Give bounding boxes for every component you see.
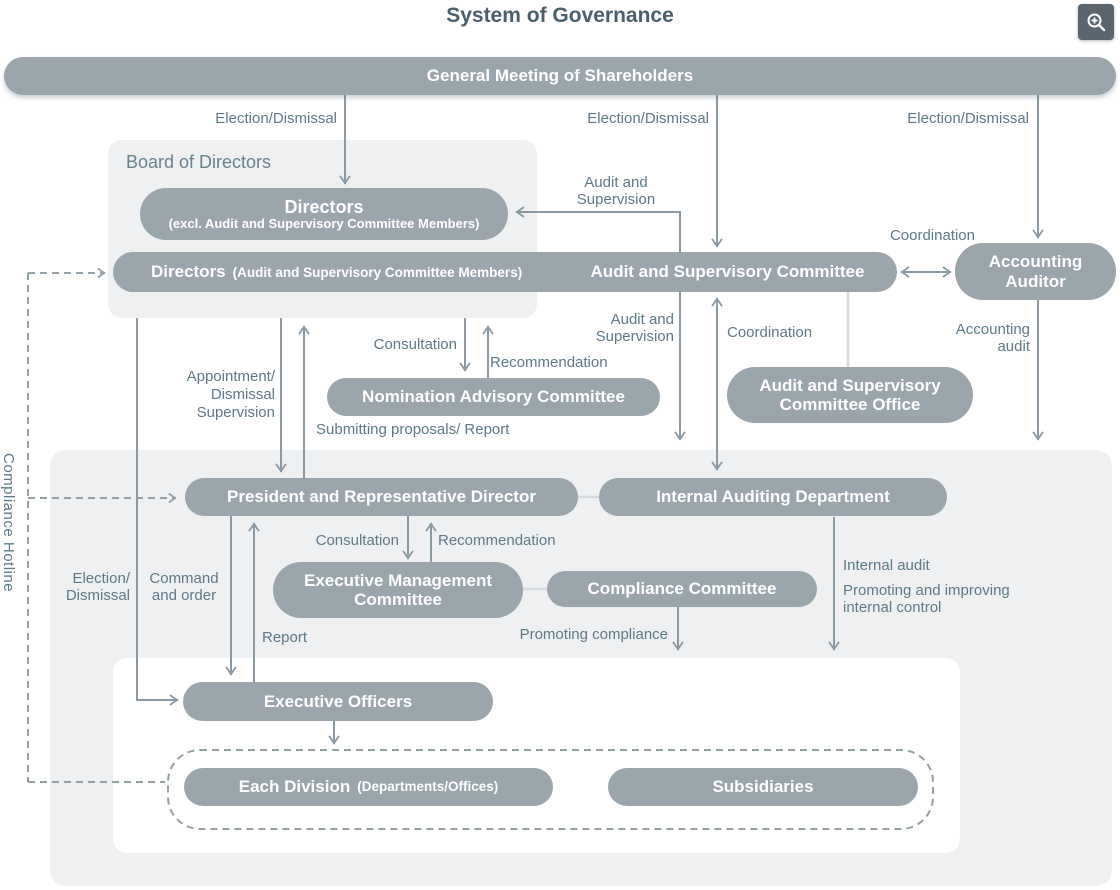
node-compliance-committee: Compliance Committee — [547, 571, 817, 607]
label-compliance-hotline: Compliance Hotline — [0, 453, 17, 593]
node-directors-ascm: Directors (Audit and Supervisory Committ… — [151, 262, 523, 281]
board-of-directors-label: Board of Directors — [126, 152, 272, 172]
zoom-in-button[interactable] — [1078, 4, 1114, 40]
label-coordination-lower: Coordination — [727, 324, 813, 341]
node-subsidiaries: Subsidiaries — [608, 768, 918, 806]
label-recommendation-top: Recommendation — [490, 354, 608, 371]
label-report: Report — [262, 629, 308, 646]
zoom-in-icon — [1087, 13, 1106, 32]
label-promoting-compliance: Promoting compliance — [519, 626, 668, 643]
label-appointment-dismissal: Appointment/ Dismissal Supervision — [186, 368, 275, 421]
label-recommendation-lower: Recommendation — [438, 532, 556, 549]
label-accounting-audit: Accounting audit — [955, 321, 1030, 355]
node-internal-auditing-department: Internal Auditing Department — [599, 478, 947, 516]
label-election-dismissal-2: Election/Dismissal — [587, 110, 709, 127]
node-president: President and Representative Director — [185, 478, 578, 516]
arrow-audit-supervision — [515, 206, 686, 441]
node-nomination-advisory-committee: Nomination Advisory Committee — [327, 378, 660, 416]
node-audit-supervisory-committee: Audit and Supervisory Committee — [590, 262, 865, 281]
divisions-dashed-group — [167, 749, 934, 830]
label-audit-supervision-upper: Audit and Supervision — [576, 174, 656, 208]
label-consultation-lower: Consultation — [315, 532, 399, 549]
node-each-division: Each Division (Departments/Offices) — [184, 768, 553, 806]
label-election-dismissal-3: Election/Dismissal — [907, 110, 1029, 127]
arrow-election-officers — [136, 318, 179, 706]
node-accounting-auditor: Accounting Auditor — [955, 243, 1116, 300]
node-committee-office: Audit and Supervisory Committee Office — [727, 367, 973, 423]
label-audit-supervision-lower: Audit and Supervision — [595, 311, 674, 345]
label-coordination-top: Coordination — [889, 227, 975, 244]
node-directors-ascm-and-committee: Directors (Audit and Supervisory Committ… — [113, 252, 897, 292]
label-submitting-proposals: Submitting proposals/ Report — [316, 421, 510, 438]
node-executive-officers: Executive Officers — [183, 682, 493, 721]
node-executive-management-committee: Executive Management Committee — [273, 562, 523, 618]
label-consultation-top: Consultation — [373, 336, 457, 353]
label-election-dismissal-left: Election/ Dismissal — [65, 570, 130, 604]
node-general-meeting: General Meeting of Shareholders — [4, 57, 1116, 95]
label-election-dismissal-1: Election/Dismissal — [215, 110, 337, 127]
label-promoting-internal-control: Promoting and improving internal control — [843, 582, 1010, 616]
label-internal-audit: Internal audit — [843, 557, 930, 574]
page-title: System of Governance — [446, 4, 674, 27]
label-command-and-order: Command and order — [149, 570, 219, 604]
node-directors-excl: Directors (excl. Audit and Supervisory C… — [140, 188, 508, 240]
